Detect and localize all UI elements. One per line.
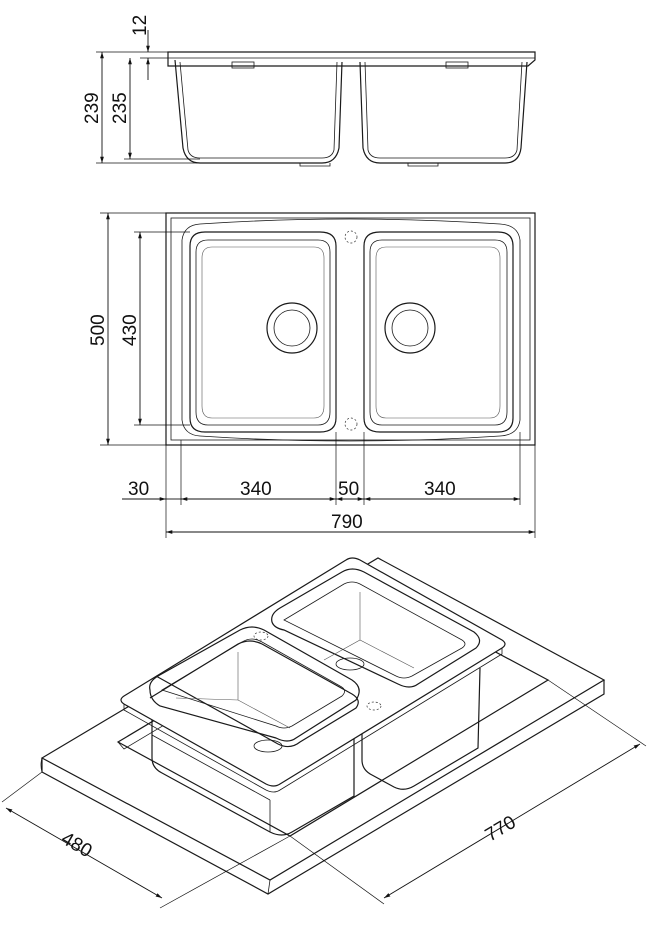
side-view-right-bowl: [359, 61, 528, 164]
top-view: 500 430 30 340 50 340 790: [88, 212, 536, 538]
dim-bowl-depth-side: 235: [110, 92, 131, 124]
dim-right-bowl-width: 340: [424, 479, 456, 500]
iso-right-bowl: [271, 568, 481, 688]
dim-rim-thickness: 12: [130, 15, 151, 36]
tap-hole-top-icon: [344, 230, 358, 244]
dim-divider-width: 50: [338, 479, 359, 500]
dim-edge-margin: 30: [128, 479, 149, 500]
dim-left-bowl-width: 340: [240, 479, 272, 500]
iso-left-drain-icon: [253, 739, 283, 753]
iso-tap-hole-right-icon: [366, 701, 382, 711]
dim-cutout-depth: 480: [58, 828, 96, 862]
tap-hole-bottom-icon: [344, 417, 358, 431]
top-view-right-bowl: [363, 231, 514, 433]
iso-left-bowl: [149, 626, 360, 753]
dim-overall-width: 790: [331, 512, 363, 533]
iso-tap-hole-left-icon: [253, 631, 269, 641]
left-drain-icon: [266, 302, 318, 354]
dim-bowl-depth-top: 430: [120, 314, 141, 346]
isometric-view: 480 770: [1, 557, 647, 909]
top-view-left-bowl: [189, 231, 337, 433]
side-view: 12 239 235: [82, 15, 536, 167]
side-view-left-bowl: [174, 59, 343, 164]
dim-total-height: 239: [82, 92, 103, 124]
right-drain-icon: [384, 302, 436, 354]
dim-cutout-width: 770: [482, 812, 520, 846]
dim-overall-depth: 500: [88, 314, 109, 346]
side-view-rim: [167, 51, 536, 67]
iso-right-drain-icon: [335, 657, 365, 671]
top-view-outer-frame: [165, 212, 536, 446]
